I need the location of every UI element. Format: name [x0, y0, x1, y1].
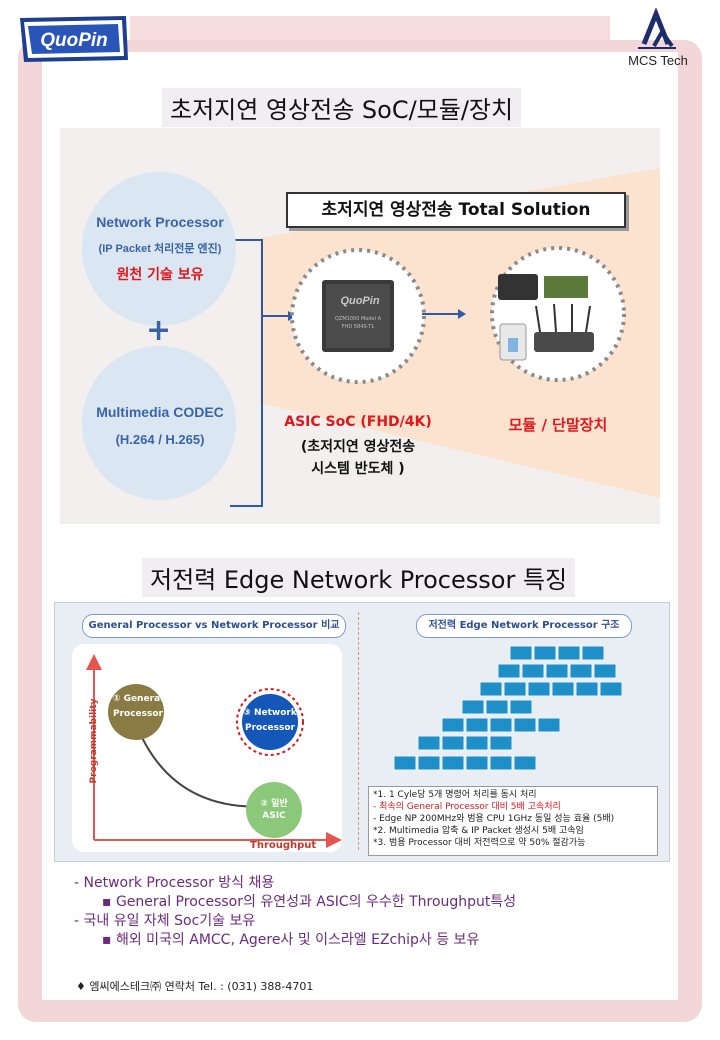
section2-title: 저전력 Edge Network Processor 특징 [142, 558, 576, 597]
panel-divider [358, 612, 360, 850]
np-structure-graphic [393, 645, 623, 771]
device-router [534, 332, 594, 352]
note-line-1: *1. 1 Cyle당 5개 명령어 처리를 동시 처리 [373, 790, 537, 800]
bullet-1: - Network Processor 방식 채용 [74, 875, 275, 891]
section1-title: 초저지연 영상전송 SoC/모듈/장치 [162, 88, 522, 127]
codec-subtitle: (H.264 / H.265) [115, 432, 205, 447]
y-axis-label: Programmability [89, 698, 99, 784]
asic-soc-label: ASIC SoC (FHD/4K) [284, 414, 432, 430]
general-processor-node [108, 684, 164, 740]
network-processor-node [242, 694, 298, 750]
cube-row-1 [509, 645, 605, 661]
note-line-3: - Edge NP 200MHz와 범용 CPU 1GHz 동일 성능 효율 (… [373, 814, 615, 824]
cube-row-5 [441, 717, 561, 733]
gp-label-line2: Processor [113, 709, 163, 719]
bullet-2-sub: ▪ 해외 미국의 AMCC, Agere사 및 이스라엘 EZchip사 등 보… [102, 932, 480, 948]
bullet-2: - 국내 유일 자체 Soc기술 보유 [74, 913, 256, 929]
device-box [498, 274, 538, 300]
asic-sub-line2: 시스템 반도체 ) [311, 461, 405, 477]
top-banner-bar [130, 16, 610, 40]
asic-label-line1: ② 일반 [260, 799, 288, 809]
contact-info: ♦ 엠씨에스테크㈜ 연락처 Tel. : (031) 388-4701 [76, 980, 314, 993]
module-device-label: 모듈 / 단말장치 [508, 416, 608, 434]
np-subtitle: (IP Packet 처리전문 엔진) [98, 243, 222, 255]
svg-text:FHD 5B4S-T1: FHD 5B4S-T1 [342, 324, 375, 330]
asic-sub-line1: (초저지연 영상전송 [300, 439, 416, 455]
svg-text:MCS Tech: MCS Tech [628, 53, 688, 68]
feature-bullets: - Network Processor 방식 채용 ▪ General Proc… [74, 874, 674, 950]
gp-label-line1: ① General [112, 694, 164, 704]
connector-bracket [230, 239, 263, 507]
codec-title: Multimedia CODEC [96, 404, 224, 420]
cube-row-7 [393, 755, 537, 771]
arrowhead [458, 309, 466, 319]
cube-row-2 [497, 663, 617, 679]
cube-row-4 [461, 699, 533, 715]
cube-row-3 [479, 681, 623, 697]
comparison-graph [86, 654, 342, 848]
bullet-1-sub: ▪ General Processor의 유연성과 ASIC의 우수한 Thro… [102, 894, 517, 910]
x-axis-label: Throughput [250, 840, 317, 851]
note-line-5: *3. 범용 Processor 대비 저전력으로 약 50% 절감가능 [373, 838, 586, 848]
multimedia-codec-circle [82, 346, 236, 500]
device-board [544, 276, 588, 298]
notes-box: *1. 1 Cyle당 5개 명령어 처리를 동시 처리 - 최속의 Gener… [368, 786, 658, 856]
comparison-header: General Processor vs Network Processor 비… [82, 614, 346, 638]
structure-header: 저전력 Edge Network Processor 구조 [416, 614, 632, 638]
cube-row-6 [417, 735, 513, 751]
network-processor-circle [82, 172, 236, 326]
np-title: Network Processor [96, 214, 224, 230]
quopin-logo: QuoPin [18, 14, 130, 64]
np-label-line2: Processor [245, 723, 295, 733]
note-line-4: *2. Multimedia 압축 & IP Packet 생성시 5배 고속임 [373, 826, 584, 836]
svg-text:QuoPin: QuoPin [340, 295, 379, 307]
asic-node [246, 782, 302, 838]
svg-text:QuoPin: QuoPin [40, 30, 108, 51]
svg-text:QZM1000 Model A: QZM1000 Model A [335, 316, 382, 322]
solution-diagram: QuoPin QZM1000 Model A FHD 5B4S-T1 [230, 168, 660, 507]
asic-label-line2: ASIC [262, 811, 286, 821]
total-solution-box: 초저지연 영상전송 Total Solution [286, 192, 626, 228]
np-label-line1: ③ Network [243, 708, 297, 718]
plus-sign: + [146, 313, 172, 348]
mcs-tech-logo: MCS Tech [610, 7, 706, 70]
note-line-2: - 최속의 General Processor 대비 5배 고속처리 [373, 802, 561, 812]
np-core-tech: 원천 기술 보유 [116, 267, 204, 283]
